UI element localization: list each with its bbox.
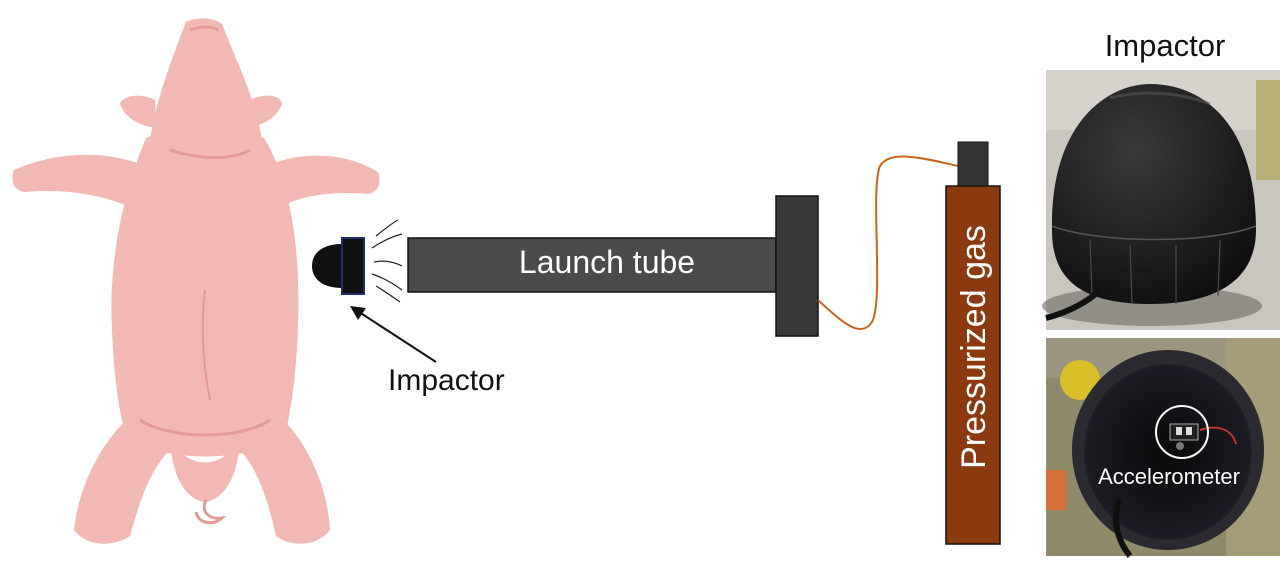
motion-lines-icon: [371, 219, 403, 303]
impactor-arrow: [350, 306, 437, 363]
gas-cylinder: [945, 185, 1001, 545]
impactor-icon: [312, 237, 365, 295]
pressurized-gas-label: Pressurized gas: [955, 225, 993, 469]
impactor-label: Impactor: [388, 364, 505, 397]
pig-illustration: [12, 18, 380, 544]
gas-valve: [957, 141, 989, 187]
launch-tube-label: Launch tube: [519, 244, 695, 280]
accelerometer-label: Accelerometer: [1098, 464, 1240, 489]
gas-hose: [817, 155, 959, 330]
impactor-dome-photo: [1042, 70, 1280, 330]
accelerometer-highlight: [1155, 405, 1209, 459]
impactor-interior-photo: [1046, 338, 1280, 558]
launch-tube: [407, 237, 777, 293]
tube-flange: [775, 195, 819, 337]
photo-title: Impactor: [1105, 28, 1226, 63]
